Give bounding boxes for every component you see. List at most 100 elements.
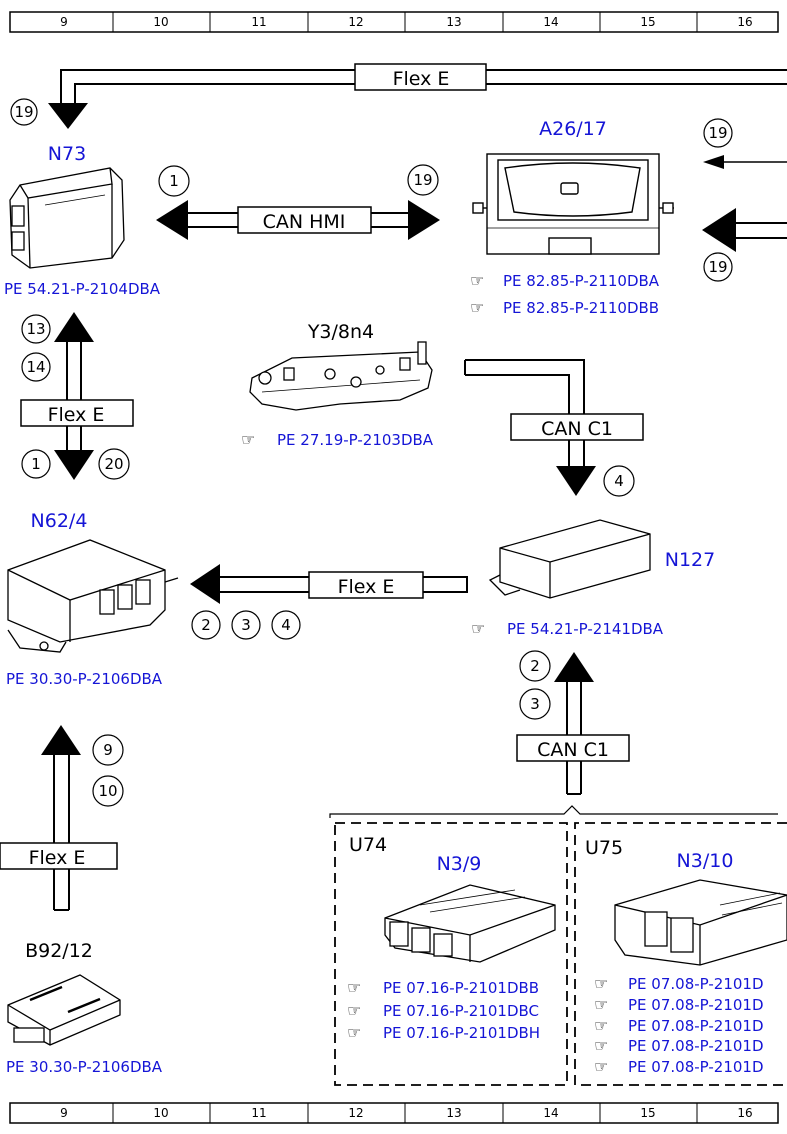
a26-17-ref-1-row: ☞ PE 82.85-P-2110DBA [470, 271, 660, 290]
ruler-col-13: 13 [446, 15, 461, 29]
n127-ref-icon: ☞ [471, 619, 485, 638]
u74-group: U74 N3/9 ☞ PE 07.16-P-2101DBB ☞ PE 07.16… [334, 822, 568, 1086]
y3-8n4-code: Y3/8n4 [307, 321, 374, 343]
b92-12-code: B92/12 [25, 940, 93, 962]
marker-b92-up-1: 9 [103, 741, 113, 759]
n62-4-ref: PE 30.30-P-2106DBA [6, 670, 163, 688]
bottom-ruler: 9 10 11 12 13 14 15 16 [9, 1102, 779, 1124]
u74-ref-3-row: ☞ PE 07.16-P-2101DBH [347, 1023, 540, 1042]
arrow-small-to-a26 [703, 155, 724, 169]
ruler-col-16: 16 [737, 15, 752, 29]
marker-a26-top: 19 [708, 124, 727, 142]
u74-ref-2: PE 07.16-P-2101DBC [383, 1002, 539, 1020]
can-c1-upper-bus: CAN C1 4 [464, 359, 644, 497]
a26-17-ref-2-row: ☞ PE 82.85-P-2110DBB [470, 298, 659, 317]
can-hmi-label: CAN HMI [263, 211, 346, 233]
u74-ref-3-icon: ☞ [347, 1023, 361, 1042]
a26-17-ref-1-icon: ☞ [470, 271, 484, 290]
b92-12-ref: PE 30.30-P-2106DBA [6, 1058, 163, 1076]
u75-ref-2-row: ☞ PE 07.08-P-2101D [594, 995, 764, 1014]
arrow-right-to-a26 [408, 200, 440, 240]
arrow-large-to-a26 [702, 208, 736, 252]
marker-hmi-left: 1 [169, 172, 179, 190]
u75-ref-1: PE 07.08-P-2101D [628, 975, 764, 993]
u75-ecu-image [614, 879, 787, 966]
u74-group-label: U74 [349, 834, 387, 856]
y3-8n4-ref-icon: ☞ [241, 430, 255, 449]
ruler-col-10: 10 [153, 15, 168, 29]
marker-n127-up-1: 2 [530, 657, 540, 675]
u75-code: N3/10 [677, 850, 734, 872]
flex-e-top-bus: Flex E 19 [10, 63, 787, 129]
ruler-col-11: 11 [251, 15, 266, 29]
u74-ref-2-icon: ☞ [347, 1001, 361, 1020]
ruler-col-14: 14 [543, 15, 558, 29]
a26-right-connections: 19 19 [702, 118, 787, 282]
marker-flex-mid-1: 2 [201, 616, 211, 634]
u75-ref-5: PE 07.08-P-2101D [628, 1058, 764, 1076]
a26-17-unit-image [472, 153, 674, 255]
a26-17-component: A26/17 ☞ PE 82.85-P-2110DBA ☞ PE 82.85-P… [470, 118, 674, 317]
arrow-up-to-n127 [554, 652, 594, 682]
marker-left-down-2: 20 [104, 455, 123, 473]
arrow-down-to-n73 [48, 103, 88, 129]
u75-ref-1-icon: ☞ [594, 974, 608, 993]
n127-ref-row: ☞ PE 54.21-P-2141DBA [471, 619, 664, 638]
n73-module-image [9, 167, 125, 269]
n127-ref: PE 54.21-P-2141DBA [507, 620, 664, 638]
can-hmi-bus: CAN HMI 1 19 [156, 164, 440, 240]
a26-17-ref-2-icon: ☞ [470, 298, 484, 317]
arrow-down-to-n62 [54, 450, 94, 480]
a26-17-code: A26/17 [539, 118, 607, 140]
u75-ref-5-icon: ☞ [594, 1057, 608, 1076]
n73-component: N73 PE 54.21-P-2104DBA [4, 143, 161, 298]
marker-flex-mid-2: 3 [241, 616, 251, 634]
u74-code: N3/9 [437, 853, 482, 875]
arrow-up-to-n62 [41, 725, 81, 755]
arrow-left-to-n62 [190, 564, 220, 604]
top-ruler: 9 10 11 12 13 14 15 16 [9, 11, 779, 33]
bottom-ruler-col-15: 15 [640, 1106, 655, 1120]
y3-8n4-valve-image [249, 341, 433, 411]
u74-ref-1-icon: ☞ [347, 978, 361, 997]
bottom-ruler-col-9: 9 [60, 1106, 68, 1120]
marker-top-left: 19 [14, 103, 33, 121]
u74-ecu-image [384, 884, 556, 963]
flex-e-bottom-bus: Flex E 9 10 [0, 725, 124, 911]
bottom-ruler-col-14: 14 [543, 1106, 558, 1120]
u75-ref-4-row: ☞ PE 07.08-P-2101D [594, 1036, 764, 1055]
u75-ref-4: PE 07.08-P-2101D [628, 1037, 764, 1055]
flex-e-bottom-label: Flex E [29, 847, 86, 869]
arrow-left-to-n73 [156, 200, 188, 240]
marker-hmi-right: 19 [413, 171, 432, 189]
n73-code: N73 [48, 143, 86, 165]
n62-4-module-image [7, 539, 179, 653]
arrow-up-to-n73 [54, 312, 94, 342]
u75-group-label: U75 [585, 837, 623, 859]
u75-ref-1-row: ☞ PE 07.08-P-2101D [594, 974, 764, 993]
ruler-col-12: 12 [348, 15, 363, 29]
marker-can-c1-down: 4 [614, 472, 624, 490]
u75-ref-3-row: ☞ PE 07.08-P-2101D [594, 1016, 764, 1035]
marker-left-down-1: 1 [31, 455, 41, 473]
b92-12-component: B92/12 PE 30.30-P-2106DBA [6, 940, 163, 1076]
y3-8n4-ref-row: ☞ PE 27.19-P-2103DBA [241, 430, 434, 449]
flex-e-mid-bus: Flex E 2 3 4 [190, 564, 468, 640]
u74-ref-1-row: ☞ PE 07.16-P-2101DBB [347, 978, 539, 997]
ecu-group-bracket [329, 805, 778, 818]
y3-8n4-component: Y3/8n4 ☞ PE 27.19-P-2103DBA [241, 321, 434, 449]
marker-left-up-2: 14 [26, 358, 45, 376]
u74-ref-2-row: ☞ PE 07.16-P-2101DBC [347, 1001, 539, 1020]
n127-code: N127 [665, 549, 715, 571]
u75-ref-3: PE 07.08-P-2101D [628, 1017, 764, 1035]
n127-module-image [488, 519, 651, 599]
can-c1-lower-label: CAN C1 [537, 739, 609, 761]
ruler-col-9: 9 [60, 15, 68, 29]
bottom-ruler-col-11: 11 [251, 1106, 266, 1120]
marker-n127-up-2: 3 [530, 695, 540, 713]
can-c1-upper-label: CAN C1 [541, 418, 613, 440]
u75-ref-3-icon: ☞ [594, 1016, 608, 1035]
bottom-ruler-col-10: 10 [153, 1106, 168, 1120]
marker-b92-up-2: 10 [98, 782, 117, 800]
